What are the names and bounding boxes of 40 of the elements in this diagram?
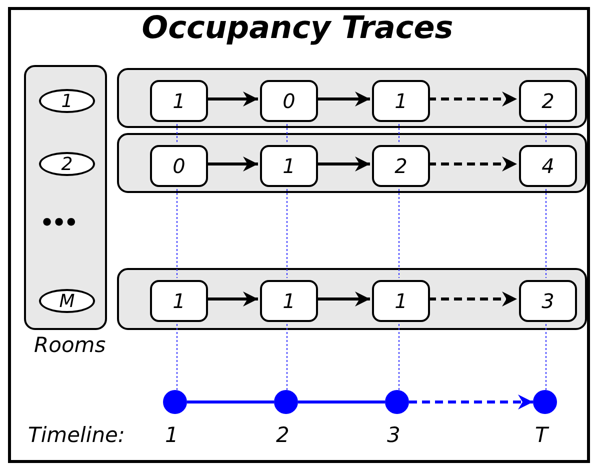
arrow xyxy=(206,92,258,106)
occupancy-box: 1 xyxy=(372,80,430,122)
time-label: T xyxy=(535,423,548,447)
occupancy-box: 2 xyxy=(372,145,430,187)
timeline-dot xyxy=(533,390,557,414)
occupancy-box: 1 xyxy=(150,280,208,322)
occupancy-box: 4 xyxy=(519,145,577,187)
panel-heading: Rooms xyxy=(34,333,106,357)
timeline-dot xyxy=(385,390,409,414)
arrow xyxy=(428,92,517,106)
timeline-label: Timeline: xyxy=(28,423,126,447)
time-label: 3 xyxy=(387,423,400,447)
occupancy-box: 1 xyxy=(260,280,318,322)
occupancy-box: 0 xyxy=(260,80,318,122)
ellipsis-dots: ••• xyxy=(40,212,76,236)
timeline-dot xyxy=(274,390,298,414)
arrow xyxy=(206,156,258,172)
arrow xyxy=(316,92,370,106)
timeline-dot xyxy=(163,390,187,414)
occupancy-box: 1 xyxy=(150,80,208,122)
time-label: 1 xyxy=(165,423,178,447)
trace-row-panel xyxy=(117,268,587,330)
time-label: 2 xyxy=(276,423,290,447)
arrow xyxy=(428,292,517,306)
room-ellipse: 2 xyxy=(39,152,95,176)
arrow xyxy=(428,156,517,172)
trace-row-panel xyxy=(117,133,587,193)
title: Occupancy Traces xyxy=(140,9,454,48)
trace-row-panel xyxy=(117,68,587,128)
occupancy-box: 1 xyxy=(372,280,430,322)
arrow xyxy=(206,292,258,306)
arrow xyxy=(316,156,370,172)
occupancy-box: 3 xyxy=(519,280,577,322)
occupancy-box: 1 xyxy=(260,145,318,187)
arrow xyxy=(409,394,533,410)
arrow xyxy=(316,292,370,306)
room-ellipse: M xyxy=(39,289,95,313)
occupancy-box: 2 xyxy=(519,80,577,122)
room-ellipse: 1 xyxy=(39,89,95,113)
occupancy-box: 0 xyxy=(150,145,208,187)
